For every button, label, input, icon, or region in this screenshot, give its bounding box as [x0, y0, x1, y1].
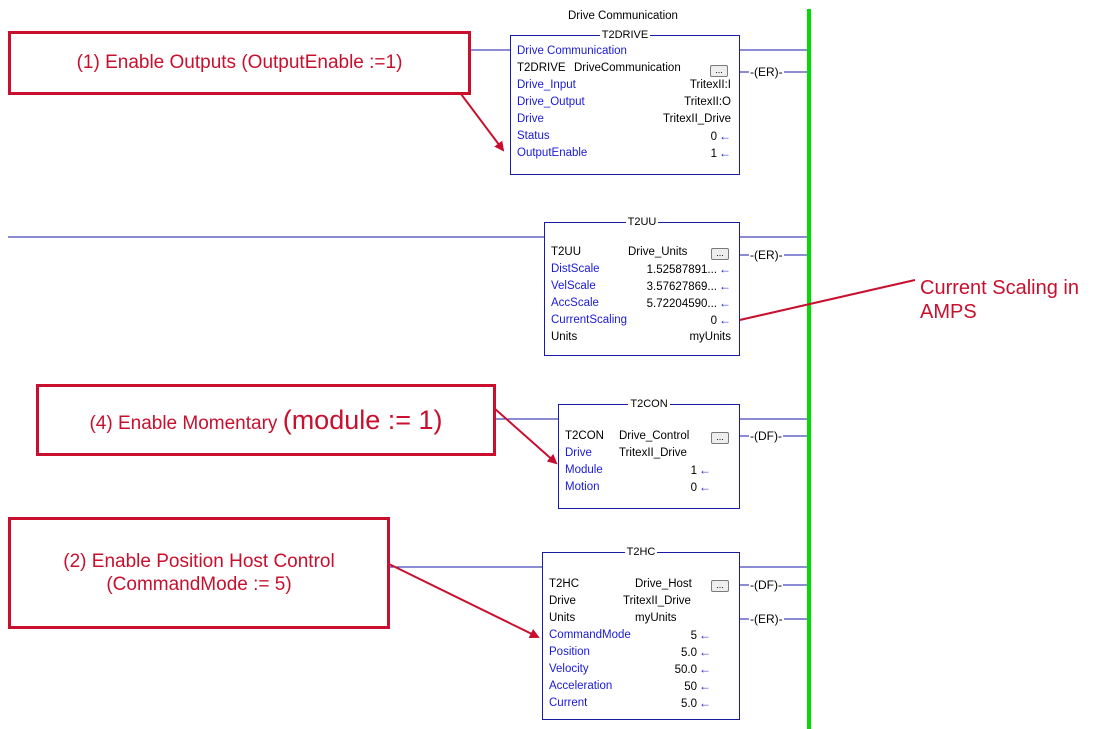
t2uu-param-label: DistScale	[551, 263, 600, 275]
t2hc-header: T2HC	[624, 546, 658, 558]
left-arrow-icon: ←	[719, 313, 731, 327]
t2drive-subtitle: Drive Communication	[517, 45, 627, 57]
t2drive-param-value[interactable]: 1←	[710, 146, 731, 160]
t2hc-param-label: CommandMode	[549, 629, 631, 641]
t2con-browse-button[interactable]: ...	[711, 432, 729, 444]
t2con-param-value[interactable]: TritexII_Drive	[619, 447, 687, 459]
t2hc-param-value[interactable]: 5←	[690, 628, 711, 642]
left-arrow-icon: ←	[699, 696, 711, 710]
t2uu-param-label: VelScale	[551, 280, 596, 292]
t2uu-block[interactable]: T2UU T2UU Drive_Units ... DistScale 1.52…	[544, 216, 740, 356]
t2drive-param-value[interactable]: TritexII:I	[689, 79, 731, 91]
t2hc-block[interactable]: T2HC T2HC Drive_Host ... Drive TritexII_…	[542, 546, 740, 720]
callout-enable-outputs: (1) Enable Outputs (OutputEnable :=1)	[8, 31, 471, 95]
t2uu-param-value[interactable]: 5.72204590...←	[646, 296, 731, 310]
t2hc-param-value[interactable]: 50←	[684, 679, 711, 693]
left-arrow-icon: ←	[719, 146, 731, 160]
t2drive-param-value[interactable]: TritexII_Drive	[663, 113, 731, 125]
t2drive-instr-label: T2DRIVE	[517, 62, 566, 74]
t2drive-param-label: OutputEnable	[517, 147, 588, 159]
callout4-arrow	[493, 407, 558, 465]
t2con-param-label: Drive	[565, 447, 592, 459]
t2uu-instr-label: T2UU	[551, 246, 582, 258]
callout1-arrow	[457, 89, 505, 152]
t2drive-block[interactable]: T2DRIVE Drive Communication T2DRIVE Driv…	[510, 29, 740, 175]
note-arrow	[729, 279, 916, 326]
note-current-scaling: Current Scaling in AMPS	[920, 277, 1079, 323]
t2hc-param-label: Drive	[549, 595, 576, 607]
t2hc-param-value[interactable]: 50.0←	[674, 662, 711, 676]
t2hc-param-label: Velocity	[549, 663, 589, 675]
t2hc-param-label: Position	[549, 646, 590, 658]
rung2-er-coil[interactable]: -(ER)-	[749, 248, 784, 262]
t2uu-header: T2UU	[625, 216, 659, 228]
t2uu-param-label: AccScale	[551, 297, 599, 309]
t2hc-browse-button[interactable]: ...	[711, 580, 729, 592]
t2uu-param-label: CurrentScaling	[551, 314, 628, 326]
callout2-arrow	[388, 563, 540, 638]
t2drive-param-label: Drive	[517, 113, 544, 125]
t2hc-param-value[interactable]: 5.0←	[681, 696, 711, 710]
left-arrow-icon: ←	[699, 480, 711, 494]
left-arrow-icon: ←	[699, 645, 711, 659]
t2hc-param-value[interactable]: 5.0←	[681, 645, 711, 659]
t2drive-param-value[interactable]: TritexII:O	[684, 96, 731, 108]
t2uu-param-value[interactable]: 0←	[710, 313, 731, 327]
t2drive-param-label: Status	[517, 130, 550, 142]
t2drive-param-value[interactable]: 0←	[710, 129, 731, 143]
left-arrow-icon: ←	[699, 628, 711, 642]
t2uu-param-value[interactable]: 3.57627869...←	[646, 279, 731, 293]
left-arrow-icon: ←	[719, 296, 731, 310]
left-arrow-icon: ←	[699, 679, 711, 693]
t2hc-param-label: Current	[549, 697, 588, 709]
t2hc-param-label: Acceleration	[549, 680, 613, 692]
left-arrow-icon: ←	[699, 463, 711, 477]
rung3-df-coil[interactable]: -(DF)-	[749, 429, 783, 443]
t2con-param-label: Motion	[565, 481, 600, 493]
left-arrow-icon: ←	[719, 262, 731, 276]
callout-enable-momentary: (4) Enable Momentary (module := 1)	[36, 384, 496, 456]
t2uu-param-value[interactable]: myUnits	[689, 331, 731, 343]
rung1-er-coil[interactable]: -(ER)-	[749, 65, 784, 79]
t2hc-param-value[interactable]: myUnits	[635, 612, 677, 624]
t2con-instr-value[interactable]: Drive_Control	[619, 430, 690, 442]
t2uu-browse-button[interactable]: ...	[711, 248, 729, 260]
callout-position-host-control: (2) Enable Position Host Control (Comman…	[8, 517, 390, 629]
rung4-df-coil[interactable]: -(DF)-	[749, 578, 783, 592]
rung1-title: Drive Communication	[568, 10, 678, 22]
t2con-header: T2CON	[628, 398, 670, 410]
t2drive-browse-button[interactable]: ...	[710, 65, 728, 77]
t2con-block[interactable]: T2CON T2CON Drive_Control ... Drive Trit…	[558, 398, 740, 509]
t2drive-param-label: Drive_Output	[517, 96, 585, 108]
left-arrow-icon: ←	[719, 129, 731, 143]
t2uu-param-value[interactable]: 1.52587891...←	[646, 262, 731, 276]
t2con-instr-label: T2CON	[565, 430, 604, 442]
t2hc-instr-value[interactable]: Drive_Host	[635, 578, 692, 590]
t2drive-instr-value[interactable]: DriveCommunication	[574, 62, 681, 74]
t2hc-instr-label: T2HC	[549, 578, 580, 590]
t2con-param-value[interactable]: 0←	[690, 480, 711, 494]
left-arrow-icon: ←	[699, 662, 711, 676]
t2uu-instr-value[interactable]: Drive_Units	[628, 246, 688, 258]
t2drive-param-label: Drive_Input	[517, 79, 576, 91]
t2hc-param-label: Units	[549, 612, 576, 624]
t2hc-param-value[interactable]: TritexII_Drive	[623, 595, 691, 607]
rung4-er-coil[interactable]: -(ER)-	[749, 612, 784, 626]
t2con-param-label: Module	[565, 464, 603, 476]
t2drive-header: T2DRIVE	[599, 29, 651, 41]
left-arrow-icon: ←	[719, 279, 731, 293]
t2uu-param-label: Units	[551, 331, 578, 343]
t2con-param-value[interactable]: 1←	[690, 463, 711, 477]
